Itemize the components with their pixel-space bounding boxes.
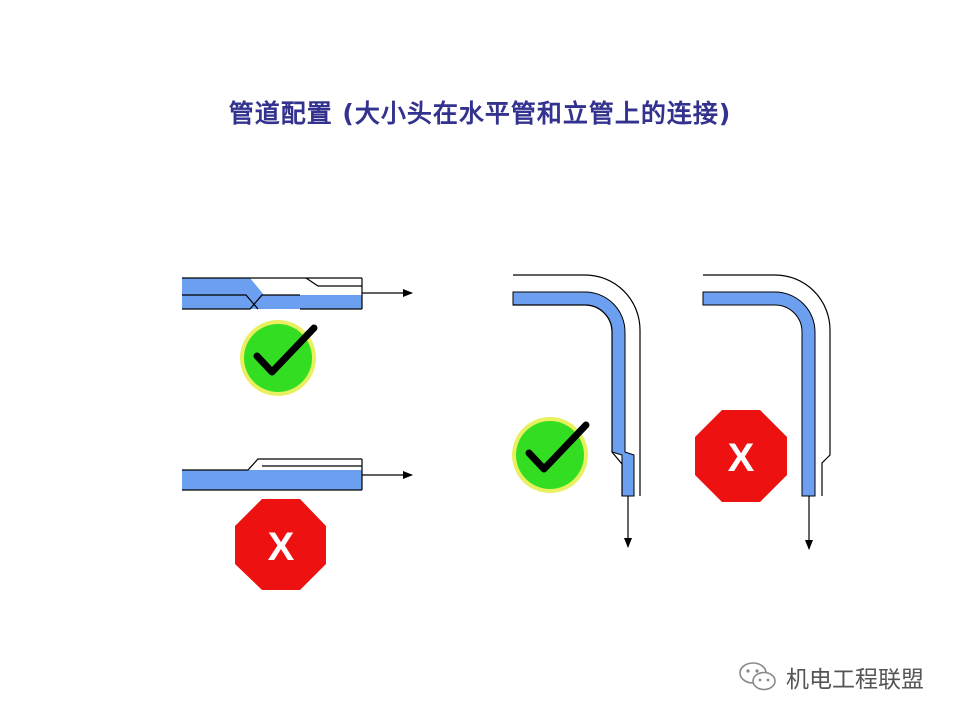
watermark: 机电工程联盟 xyxy=(738,660,924,694)
watermark-text: 机电工程联盟 xyxy=(786,667,924,693)
x-icon: X xyxy=(695,410,787,502)
pipe-liquid-fill xyxy=(182,470,362,490)
pipe-liquid-fill xyxy=(702,291,816,497)
page-title: 管道配置 (大小头在水平管和立管上的连接) xyxy=(228,99,732,128)
check-icon xyxy=(240,320,318,396)
horizontal-pipe-correct xyxy=(182,277,413,310)
x-icon: X xyxy=(235,499,326,590)
horizontal-pipe-wrong xyxy=(182,458,413,491)
x-icon-label: X xyxy=(728,436,755,480)
x-icon-label: X xyxy=(268,525,295,569)
vertical-pipe-correct xyxy=(512,274,641,548)
check-icon xyxy=(512,417,590,493)
vertical-pipe-wrong xyxy=(702,274,831,550)
wechat-icon xyxy=(739,662,776,691)
pipe-liquid-fill xyxy=(182,278,362,309)
